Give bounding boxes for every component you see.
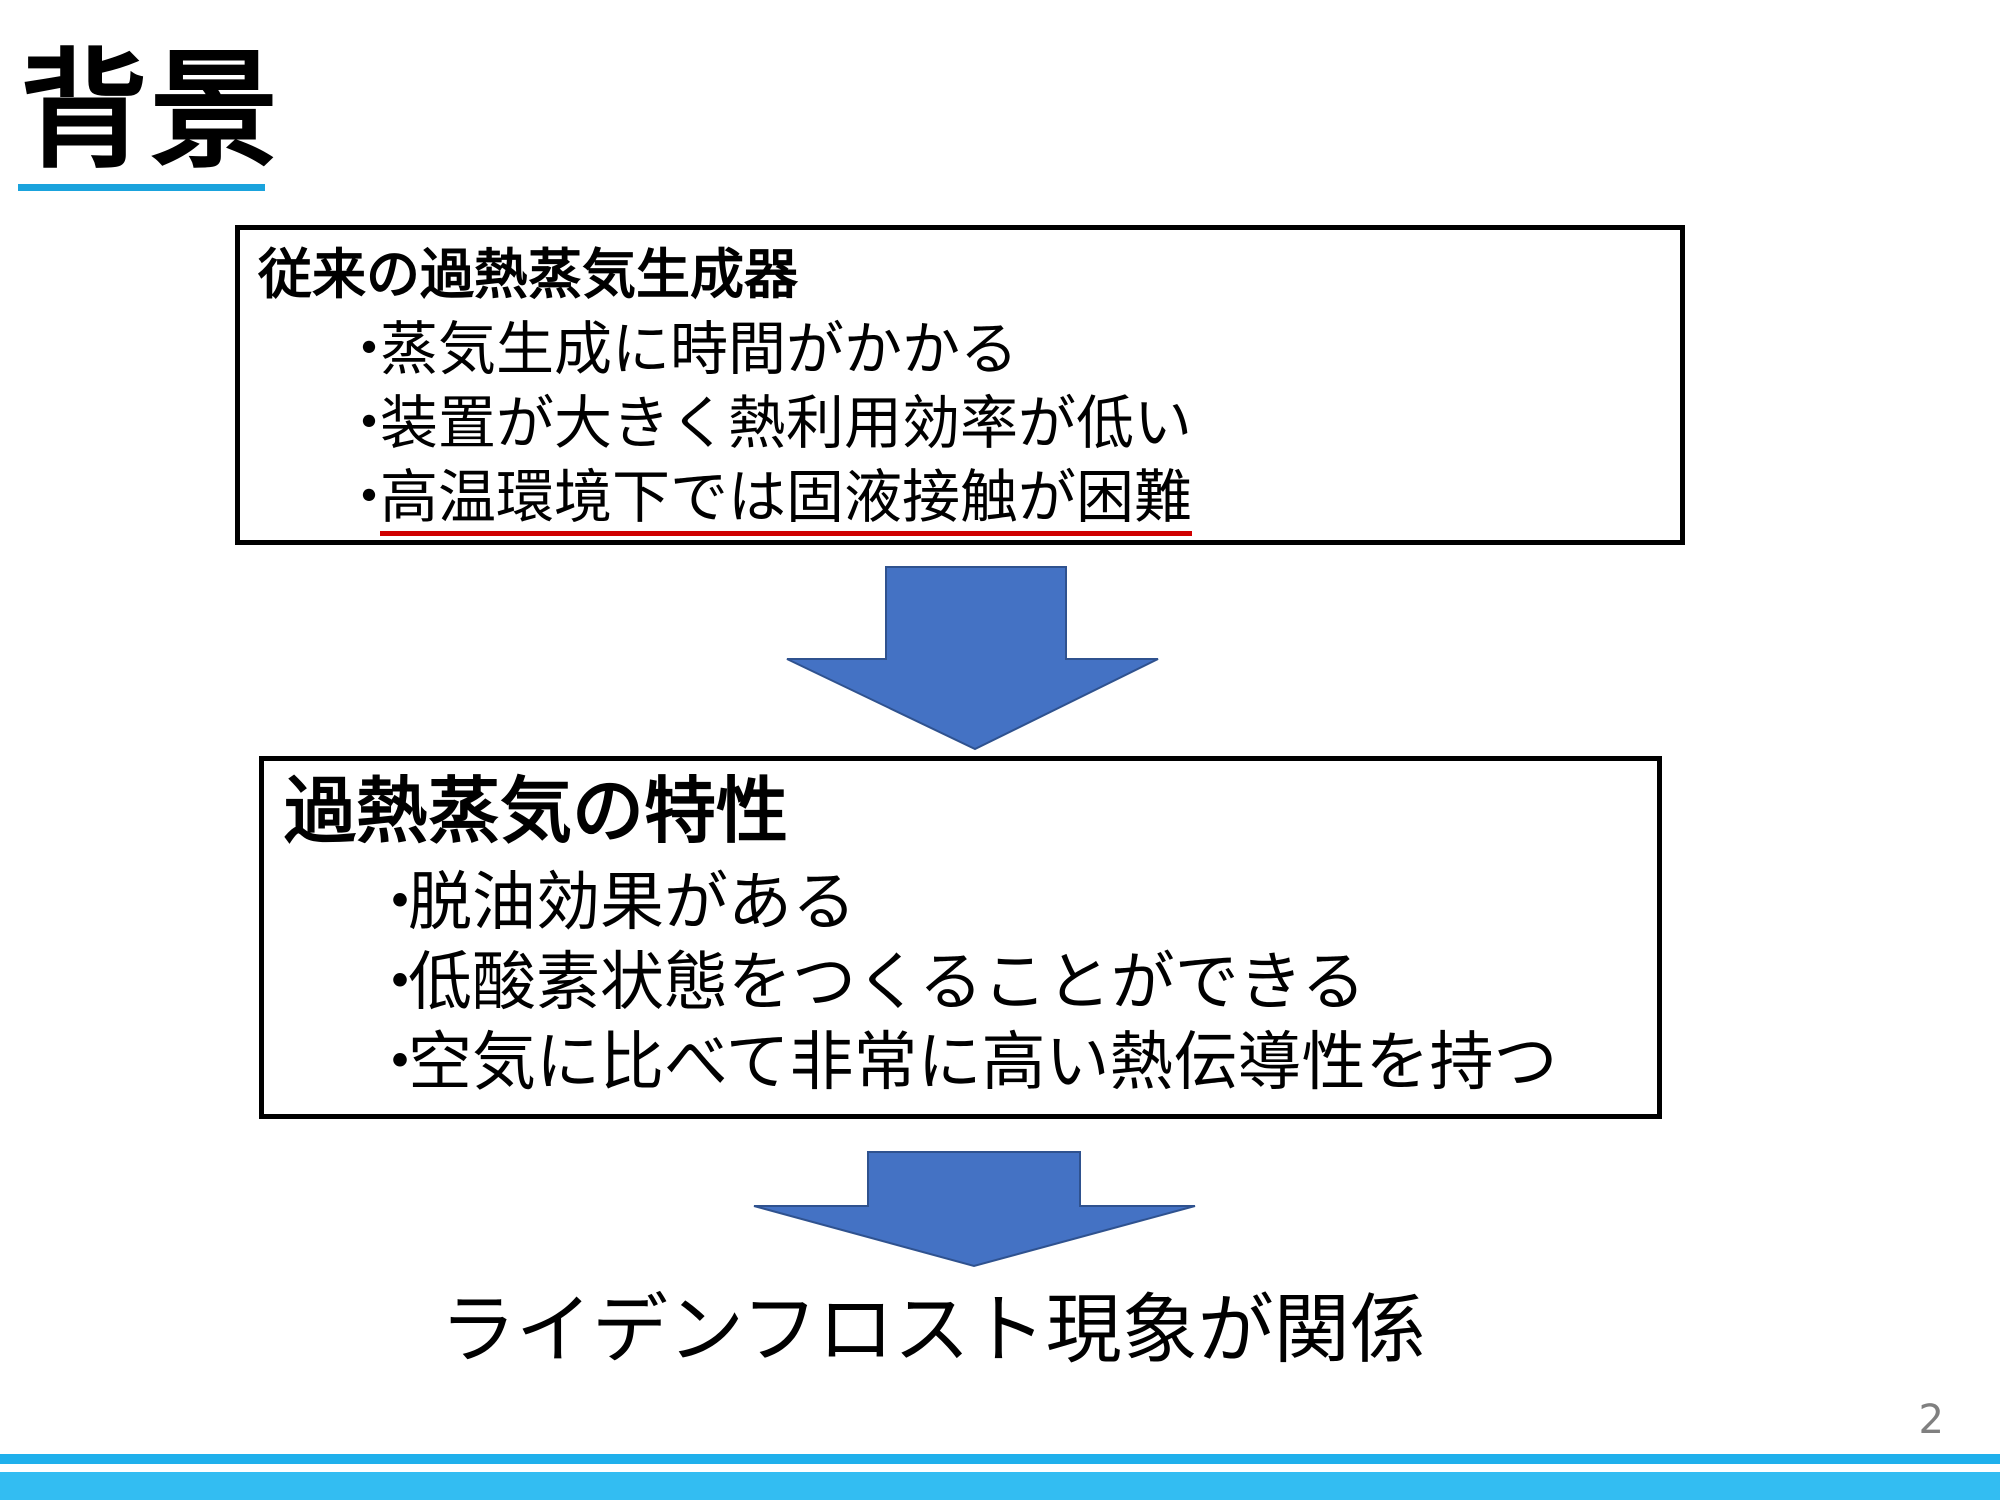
conventional-generator-list: ・蒸気生成に時間がかかる ・装置が大きく熱利用効率が低い ・高温環境下では固液接…	[340, 312, 1193, 536]
superheated-steam-properties-heading: 過熱蒸気の特性	[284, 769, 789, 853]
bullet-mark: ・	[368, 946, 432, 1020]
list-item-text: 装置が大きく熱利用効率が低い	[380, 389, 1193, 457]
list-item: ・低酸素状態をつくることができる	[368, 943, 1557, 1023]
footer-bar	[0, 1454, 2000, 1464]
list-item-text: 脱油効果がある	[408, 866, 856, 940]
list-item: ・装置が大きく熱利用効率が低い	[340, 386, 1192, 460]
list-item-text: 空気に比べて非常に高い熱伝導性を持つ	[408, 1026, 1558, 1100]
list-item: ・空気に比べて非常に高い熱伝導性を持つ	[368, 1023, 1557, 1103]
bullet-mark: ・	[340, 315, 399, 383]
list-item: ・高温環境下では固液接触が困難	[340, 460, 1193, 536]
down-arrow-icon	[786, 566, 1159, 751]
list-item: ・脱油効果がある	[368, 863, 1557, 943]
superheated-steam-properties-list: ・脱油効果がある ・低酸素状態をつくることができる ・空気に比べて非常に高い熱伝…	[368, 863, 1557, 1103]
conventional-generator-box: 従来の過熱蒸気生成器 ・蒸気生成に時間がかかる ・装置が大きく熱利用効率が低い …	[235, 225, 1685, 545]
bullet-mark: ・	[340, 463, 399, 531]
down-arrow-shape	[753, 1151, 1196, 1268]
page-number: 2	[1918, 1397, 1944, 1443]
list-item-text: 低酸素状態をつくることができる	[408, 946, 1366, 1020]
down-arrow-shape	[786, 566, 1159, 751]
slide-title: 背景	[20, 37, 281, 186]
bullet-mark: ・	[368, 1026, 432, 1100]
conventional-generator-heading: 従来の過熱蒸気生成器	[258, 243, 798, 306]
superheated-steam-properties-box: 過熱蒸気の特性 ・脱油効果がある ・低酸素状態をつくることができる ・空気に比べ…	[259, 756, 1662, 1119]
bullet-mark: ・	[368, 866, 432, 940]
down-arrow-icon	[753, 1151, 1196, 1268]
title-underline	[18, 184, 265, 191]
emphasized-list-item-text: 高温環境下では固液接触が困難	[380, 463, 1193, 536]
footer-bar	[0, 1472, 2000, 1500]
conclusion-text: ライデンフロスト現象が関係	[440, 1285, 1426, 1374]
list-item: ・蒸気生成に時間がかかる	[340, 312, 1192, 386]
bullet-mark: ・	[340, 389, 399, 457]
list-item-text: 蒸気生成に時間がかかる	[380, 315, 1019, 383]
